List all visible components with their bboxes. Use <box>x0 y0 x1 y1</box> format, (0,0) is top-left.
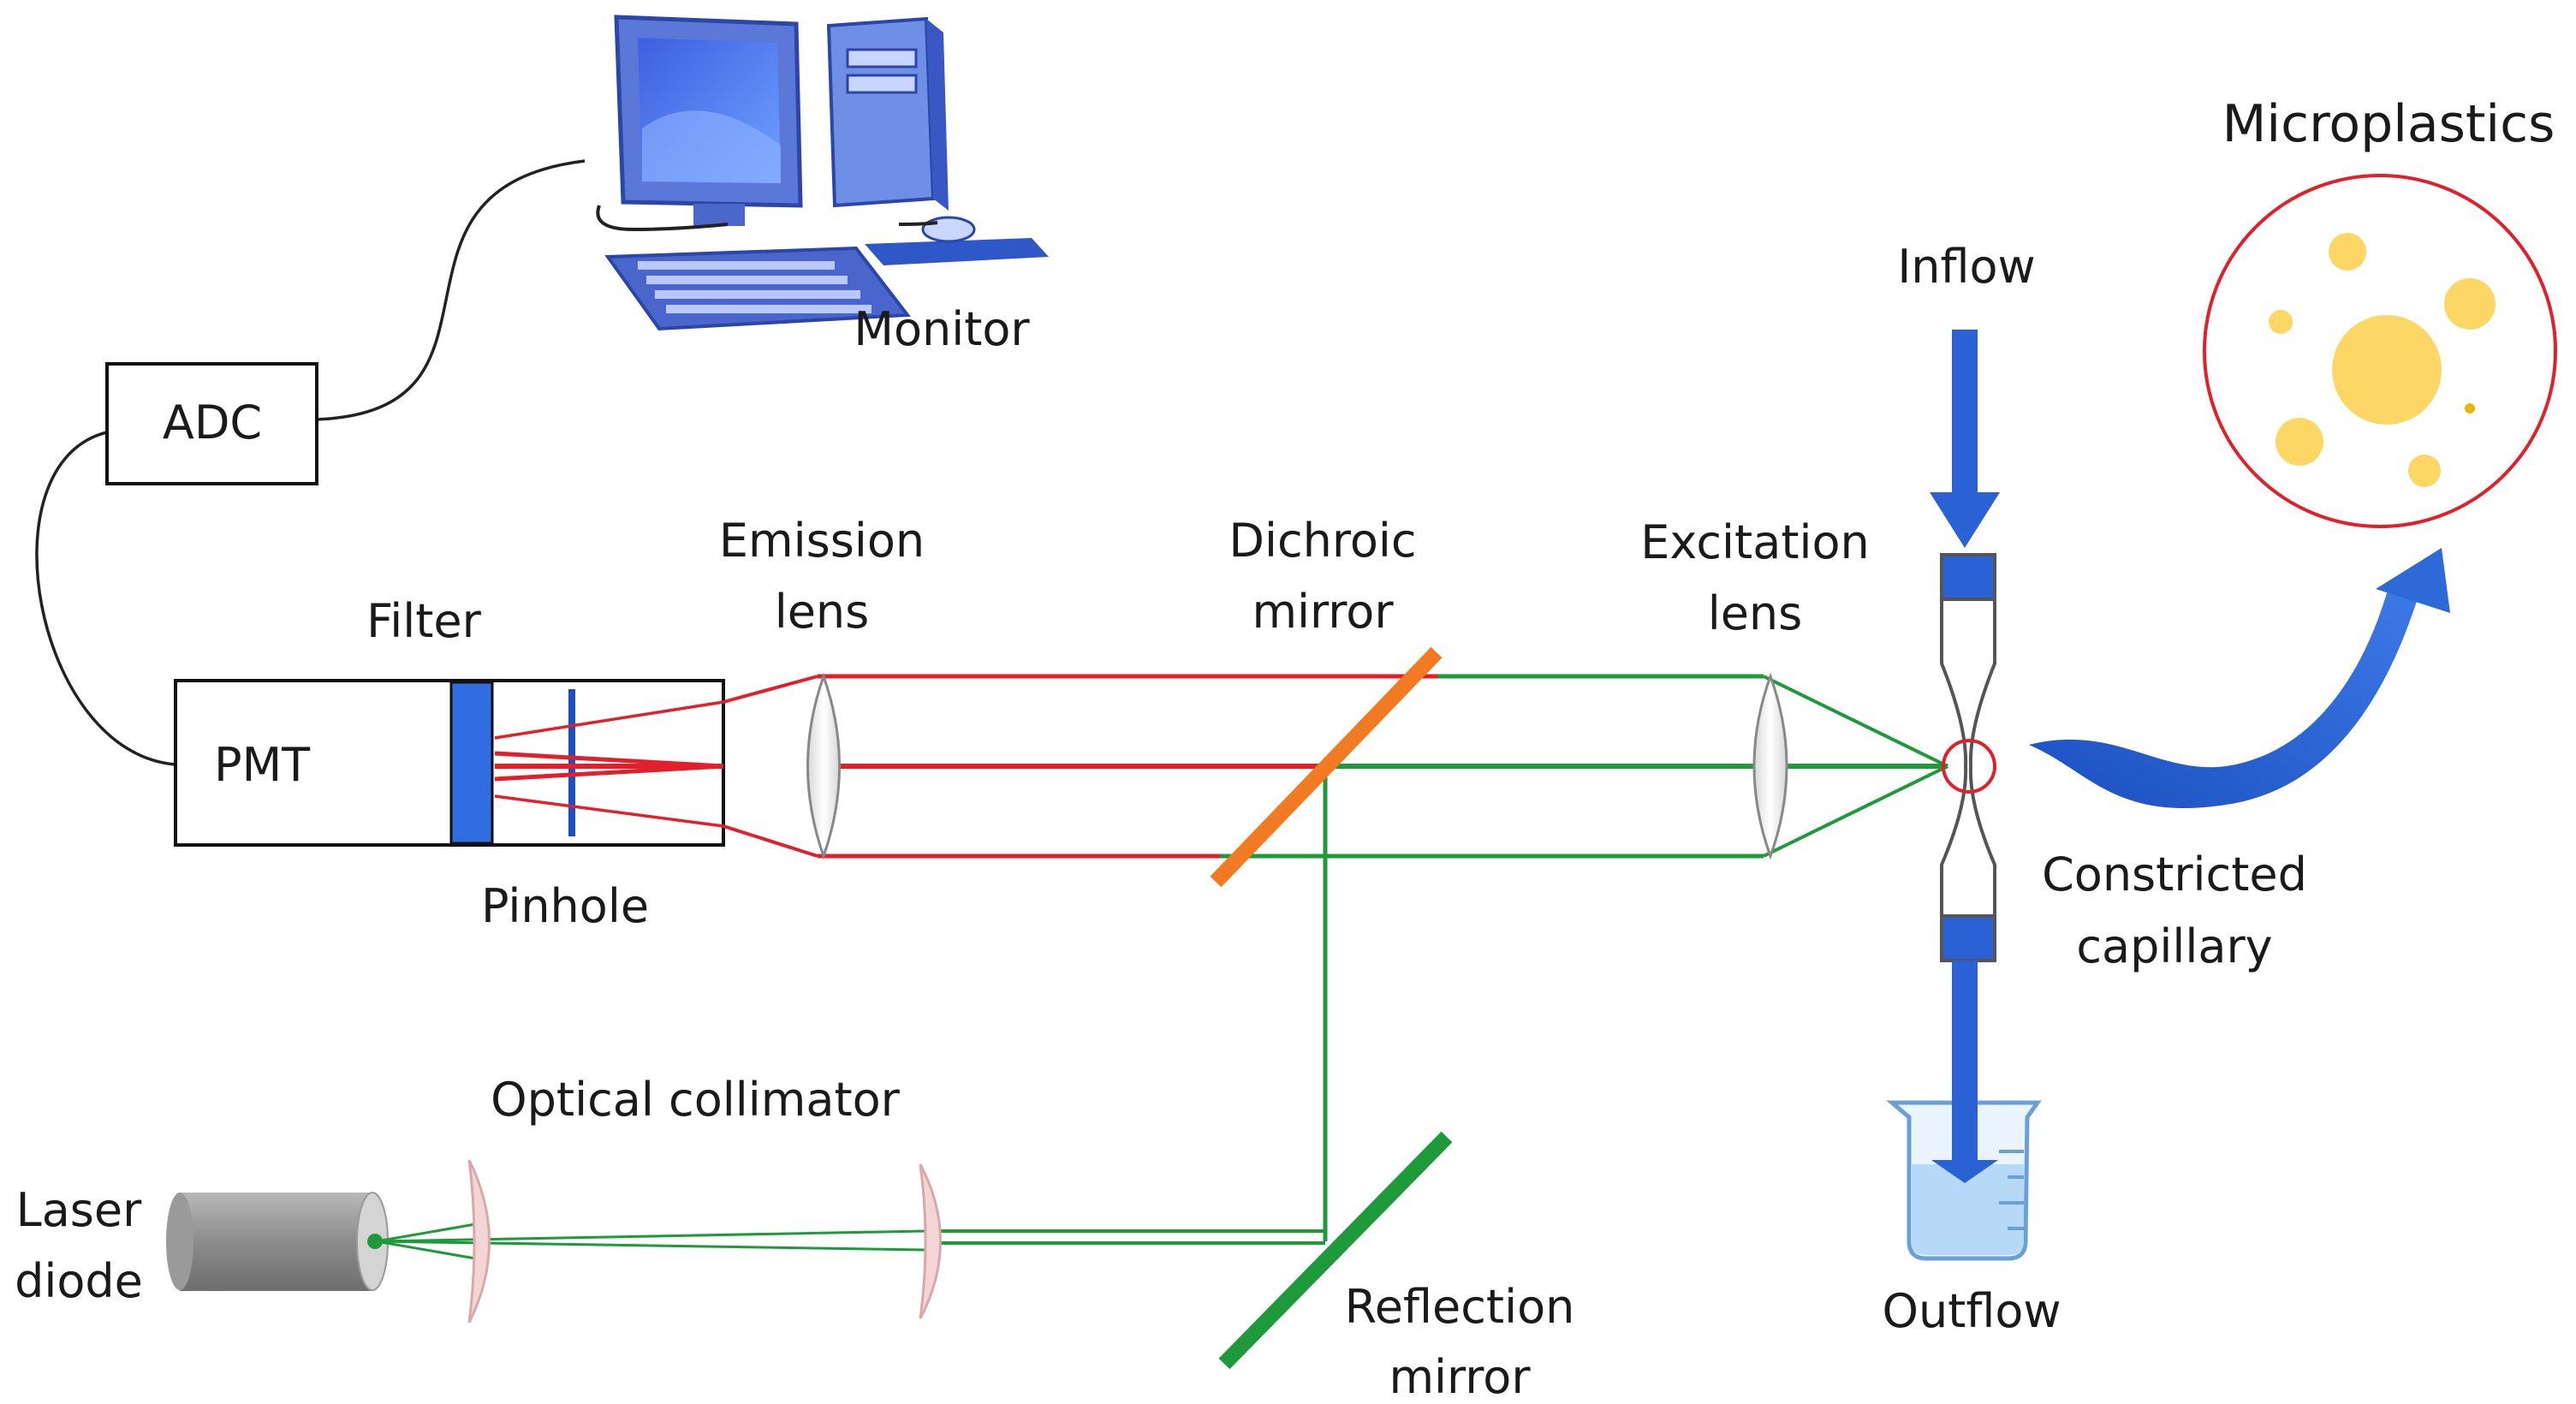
interrogation-point <box>1942 739 1996 794</box>
reflection-mirror <box>1218 1131 1453 1370</box>
constricted-capillary-label-line1: Constricted <box>2042 848 2307 901</box>
magnify-arrow <box>2029 548 2450 808</box>
adc-box <box>105 362 318 485</box>
laser-diode <box>166 1192 389 1291</box>
monitor-label: Monitor <box>854 302 1030 356</box>
particle <box>2276 418 2323 466</box>
adc-label: ADC <box>163 396 262 449</box>
collimator-lens-2 <box>919 1163 942 1319</box>
dichroic-mirror-label-line2: mirror <box>1252 585 1394 639</box>
particle <box>2332 315 2442 425</box>
inflow-arrow <box>1930 330 2000 548</box>
laser-diode-label-line1: Laser <box>16 1183 143 1237</box>
emission-lens-label-line2: lens <box>775 585 870 639</box>
collimator-lens-1 <box>467 1159 491 1324</box>
excitation-lens <box>1752 672 1788 860</box>
computer-icon <box>596 15 1049 331</box>
particle <box>2329 233 2366 271</box>
outflow-label: Outflow <box>1882 1284 2061 1338</box>
pinhole <box>568 689 575 836</box>
optical-collimator-label: Optical collimator <box>491 1073 901 1127</box>
monitor-adc-cable <box>316 159 586 421</box>
reflection-mirror-label-line2: mirror <box>1389 1350 1531 1404</box>
particle <box>2408 455 2441 487</box>
excitation-lens-label-line2: lens <box>1708 586 1803 640</box>
filter <box>449 681 494 845</box>
dichroic-mirror <box>1210 646 1443 888</box>
particle <box>2444 278 2496 330</box>
emission-beam <box>494 674 1438 859</box>
microplastics-inset <box>2203 174 2557 528</box>
filter-label: Filter <box>366 594 482 648</box>
particle <box>2269 310 2293 334</box>
inflow-label: Inflow <box>1897 240 2035 294</box>
emission-lens-label-line1: Emission <box>719 514 925 568</box>
constricted-capillary <box>1940 553 1996 962</box>
pmt-label: PMT <box>214 738 311 792</box>
laser-diode-label-line2: diode <box>15 1254 143 1308</box>
pinhole-label: Pinhole <box>481 879 649 933</box>
reflection-mirror-label-line1: Reflection <box>1345 1280 1575 1334</box>
constricted-capillary-label-line2: capillary <box>2076 919 2272 973</box>
adc-pmt-cable <box>35 431 176 766</box>
excitation-beam <box>1220 674 1948 1241</box>
collimated-beam <box>376 1223 1325 1260</box>
excitation-lens-label-line1: Excitation <box>1640 515 1870 569</box>
dichroic-mirror-label-line1: Dichroic <box>1229 514 1416 568</box>
outflow-arrow <box>1931 961 1998 1183</box>
microplastics-label: Microplastics <box>2222 94 2555 154</box>
emission-lens <box>806 672 841 860</box>
particle <box>2465 403 2475 413</box>
